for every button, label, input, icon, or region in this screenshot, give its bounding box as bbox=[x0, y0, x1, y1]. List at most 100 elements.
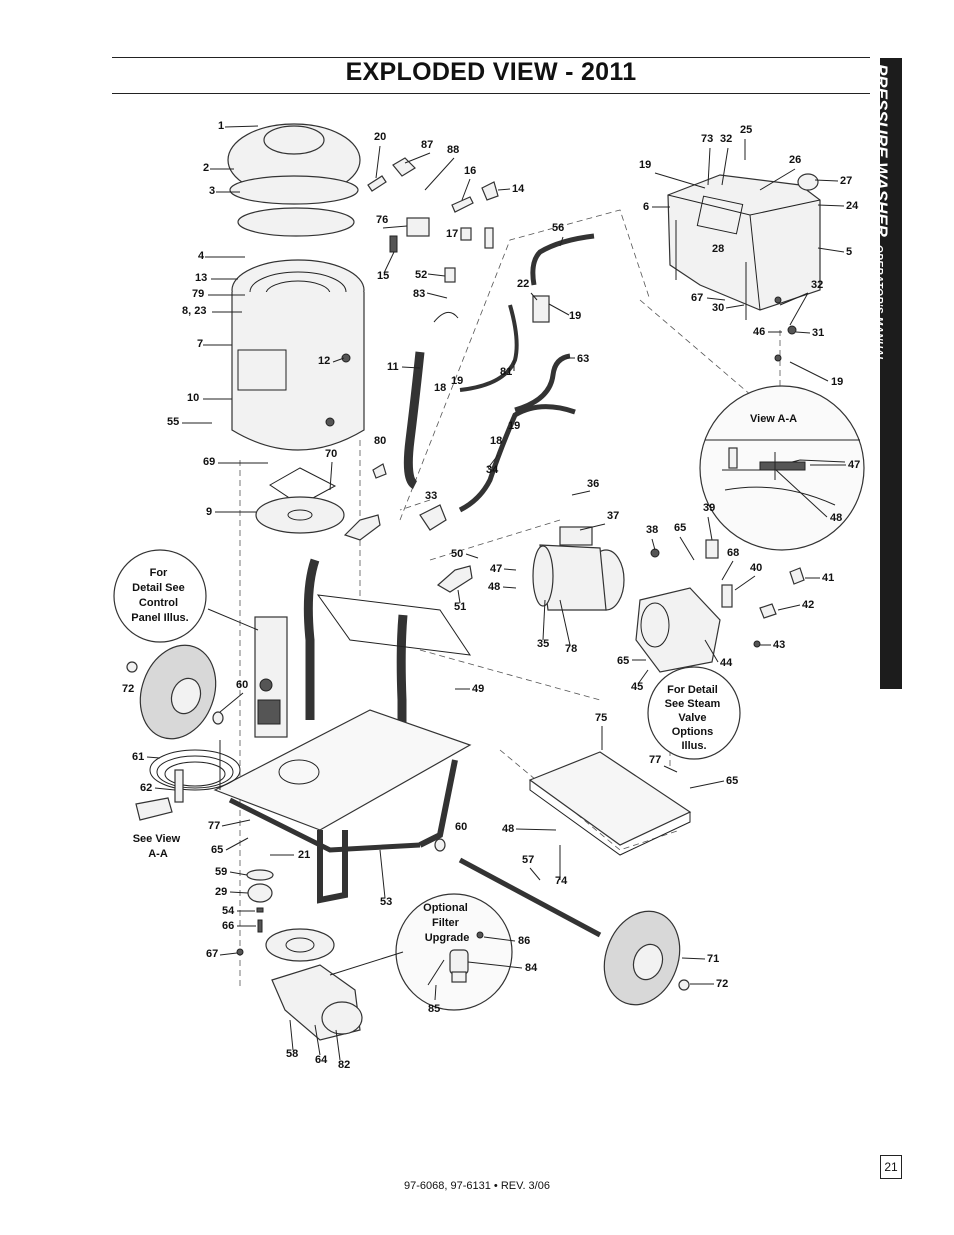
part-callout: 47 bbox=[490, 563, 502, 575]
part-callout: 11 bbox=[387, 361, 399, 373]
part-callout: 55 bbox=[167, 416, 179, 428]
part-callout: 60 bbox=[455, 821, 467, 833]
filter-note-line: Optional bbox=[423, 902, 468, 914]
view-aa-title: View A-A bbox=[750, 413, 797, 425]
axle bbox=[458, 857, 602, 938]
part-callout: 78 bbox=[565, 643, 577, 655]
page-number: 21 bbox=[880, 1155, 902, 1179]
leader-lines bbox=[146, 125, 846, 1061]
part-callout: 43 bbox=[773, 639, 785, 651]
part-callout: 19 bbox=[569, 310, 581, 322]
coil-housing bbox=[231, 292, 365, 451]
steam-valve-note-line: See Steam bbox=[665, 698, 721, 710]
cart-frame bbox=[213, 514, 473, 904]
part-callout: 63 bbox=[577, 353, 589, 365]
filter-note-line: Filter bbox=[432, 917, 460, 929]
part-callout: 57 bbox=[522, 854, 534, 866]
part-callout: 8, 23 bbox=[182, 305, 206, 317]
part-callout: 17 bbox=[446, 228, 458, 240]
part-callout: 71 bbox=[707, 953, 719, 965]
part-callout: 77 bbox=[649, 754, 661, 766]
part-callout: 18 bbox=[434, 382, 446, 394]
motor-pump bbox=[532, 526, 805, 673]
part-callout: 86 bbox=[518, 935, 530, 947]
part-callout: 68 bbox=[727, 547, 739, 559]
part-callout: 34 bbox=[486, 464, 499, 476]
wheels bbox=[126, 644, 690, 1006]
base-frame bbox=[213, 709, 472, 831]
part-callout: 6 bbox=[643, 201, 649, 213]
filter-detail bbox=[395, 893, 513, 1011]
part-callout: 79 bbox=[192, 288, 204, 300]
control-panel-note: For Detail See Control Panel Illus. bbox=[131, 567, 188, 624]
see-view-note-line: A-A bbox=[148, 848, 168, 860]
part-callout: 76 bbox=[376, 214, 388, 226]
top-rule bbox=[112, 57, 870, 58]
part-callout: 70 bbox=[325, 448, 337, 460]
section-tab bbox=[880, 58, 902, 689]
part-callout: 19 bbox=[639, 159, 651, 171]
part-callout: 14 bbox=[512, 183, 525, 195]
part-callout: 64 bbox=[315, 1054, 328, 1066]
handle-grip-right bbox=[436, 565, 473, 593]
part-callout: 54 bbox=[222, 905, 235, 917]
cover-ring bbox=[229, 175, 359, 205]
steam-valve-note: For Detail See Steam Valve Options Illus… bbox=[665, 684, 724, 752]
part-callout: 51 bbox=[454, 601, 466, 613]
part-callout: 48 bbox=[502, 823, 514, 835]
part-callout: 15 bbox=[377, 270, 389, 282]
part-callout: 66 bbox=[222, 920, 234, 932]
part-callout: 12 bbox=[318, 355, 330, 367]
part-callout: 5 bbox=[846, 246, 852, 258]
part-callout: 37 bbox=[607, 510, 619, 522]
page-title: EXPLODED VIEW - 2011 bbox=[345, 58, 637, 86]
part-callout: 24 bbox=[846, 200, 859, 212]
part-callout: 88 bbox=[447, 144, 459, 156]
mounting-plate bbox=[528, 751, 692, 856]
hose-and-gun bbox=[135, 749, 241, 821]
part-callout: 52 bbox=[415, 269, 427, 281]
part-callout: 45 bbox=[631, 681, 643, 693]
part-callout: 39 bbox=[703, 502, 715, 514]
part-callout: 33 bbox=[425, 490, 437, 502]
part-callout: 50 bbox=[451, 548, 463, 560]
part-callout: 44 bbox=[720, 657, 733, 669]
part-callout: 13 bbox=[195, 272, 207, 284]
part-callout: 29 bbox=[215, 886, 227, 898]
control-panel-note-line: Control bbox=[139, 597, 178, 609]
filter-note-line: Upgrade bbox=[425, 932, 470, 944]
control-panel-note-line: Panel Illus. bbox=[131, 612, 188, 624]
part-callout: 72 bbox=[716, 978, 728, 990]
part-callout: 7 bbox=[197, 338, 203, 350]
part-callout: 58 bbox=[286, 1048, 298, 1060]
fuel-tank bbox=[667, 173, 821, 362]
part-callout: 49 bbox=[472, 683, 484, 695]
part-callout: 72 bbox=[122, 683, 134, 695]
part-callout: 59 bbox=[215, 866, 227, 878]
part-callout: 80 bbox=[374, 435, 386, 447]
part-callout: 65 bbox=[211, 844, 223, 856]
part-callout: 65 bbox=[726, 775, 738, 787]
part-callout: 83 bbox=[413, 288, 425, 300]
part-callout: 82 bbox=[338, 1059, 350, 1071]
part-callout: 42 bbox=[802, 599, 814, 611]
steam-valve-note-line: Options bbox=[672, 726, 714, 738]
part-callout: 74 bbox=[555, 875, 568, 887]
part-callout: 61 bbox=[132, 751, 144, 763]
part-callout: 85 bbox=[428, 1003, 440, 1015]
part-callout: 21 bbox=[298, 849, 310, 861]
part-callout: 36 bbox=[587, 478, 599, 490]
part-callout: 27 bbox=[840, 175, 852, 187]
part-callout: 75 bbox=[595, 712, 607, 724]
part-callout: 67 bbox=[691, 292, 703, 304]
part-callout: 38 bbox=[646, 524, 658, 536]
part-callout: 48 bbox=[830, 512, 842, 524]
part-callout: 41 bbox=[822, 572, 834, 584]
part-callout: 31 bbox=[812, 327, 824, 339]
lower-parts bbox=[236, 869, 363, 1041]
part-callout: 25 bbox=[740, 124, 752, 136]
burner-assembly bbox=[227, 123, 365, 534]
part-callout: 3 bbox=[209, 185, 215, 197]
burner-plate bbox=[255, 496, 345, 534]
part-callout: 4 bbox=[198, 250, 205, 262]
